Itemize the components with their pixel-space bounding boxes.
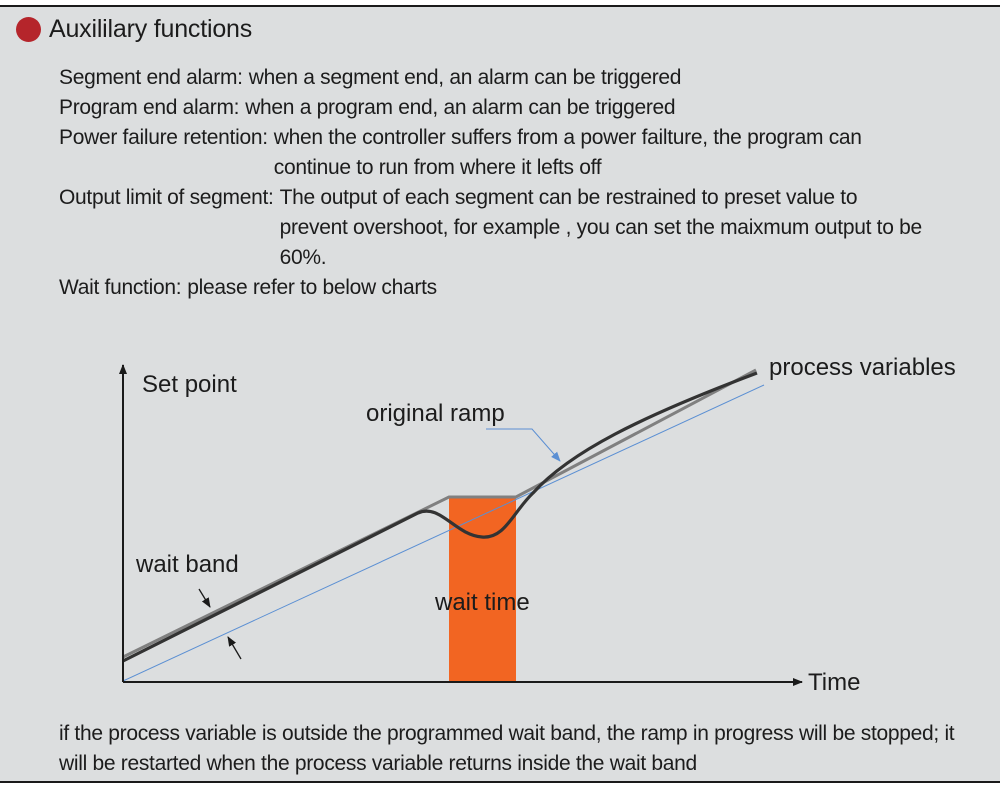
section-header: Auxililary functions xyxy=(16,15,252,44)
section-title: Auxililary functions xyxy=(49,15,253,43)
original-ramp-line xyxy=(122,368,757,659)
feature-output-limit-of-segment: Output limit of segment: The output of e… xyxy=(59,183,989,273)
process-variables-label: process variables xyxy=(769,354,956,381)
wait-time-label: wait time xyxy=(434,589,530,616)
process-variable-curve xyxy=(122,371,758,663)
wait-function-diagram: Set point Time process variables origina… xyxy=(119,354,956,696)
feature-name: Wait function: xyxy=(59,276,182,299)
original-ramp-leader xyxy=(486,428,561,462)
feature-segment-end-alarm: Segment end alarm: when a segment end, a… xyxy=(59,63,989,93)
feature-description: when a program end, an alarm can be trig… xyxy=(245,96,676,119)
feature-name: Output limit of segment: xyxy=(59,186,274,209)
wait-band-upper-arrow xyxy=(198,588,211,608)
wait-function-explanation: if the process variable is outside the p… xyxy=(59,722,955,775)
feature-name: Power failure retention: xyxy=(59,126,268,149)
feature-description: when a segment end, an alarm can be trig… xyxy=(248,66,682,89)
auxiliary-functions-panel: Auxililary functions Segment end alarm: … xyxy=(0,5,1000,783)
original-ramp-label: original ramp xyxy=(366,400,505,427)
wait-band-lower-arrow xyxy=(227,636,242,660)
x-axis-label: Time xyxy=(808,669,860,696)
y-axis-label: Set point xyxy=(142,371,237,398)
feature-list: Segment end alarm: when a segment end, a… xyxy=(59,63,989,303)
feature-program-end-alarm: Program end alarm: when a program end, a… xyxy=(59,93,989,123)
red-bullet-icon xyxy=(16,17,41,42)
feature-wait-function: Wait function: please refer to below cha… xyxy=(59,273,989,303)
feature-name: Segment end alarm: xyxy=(59,66,243,89)
feature-power-failure-retention: Power failure retention: when the contro… xyxy=(59,123,989,183)
wait-band-lower-line xyxy=(122,384,765,682)
wait-band-label: wait band xyxy=(135,551,239,578)
feature-description: please refer to below charts xyxy=(187,276,437,299)
feature-description: when the controller suffers from a power… xyxy=(273,126,862,179)
feature-description: The output of each segment can be restra… xyxy=(279,186,923,269)
feature-name: Program end alarm: xyxy=(59,96,240,119)
